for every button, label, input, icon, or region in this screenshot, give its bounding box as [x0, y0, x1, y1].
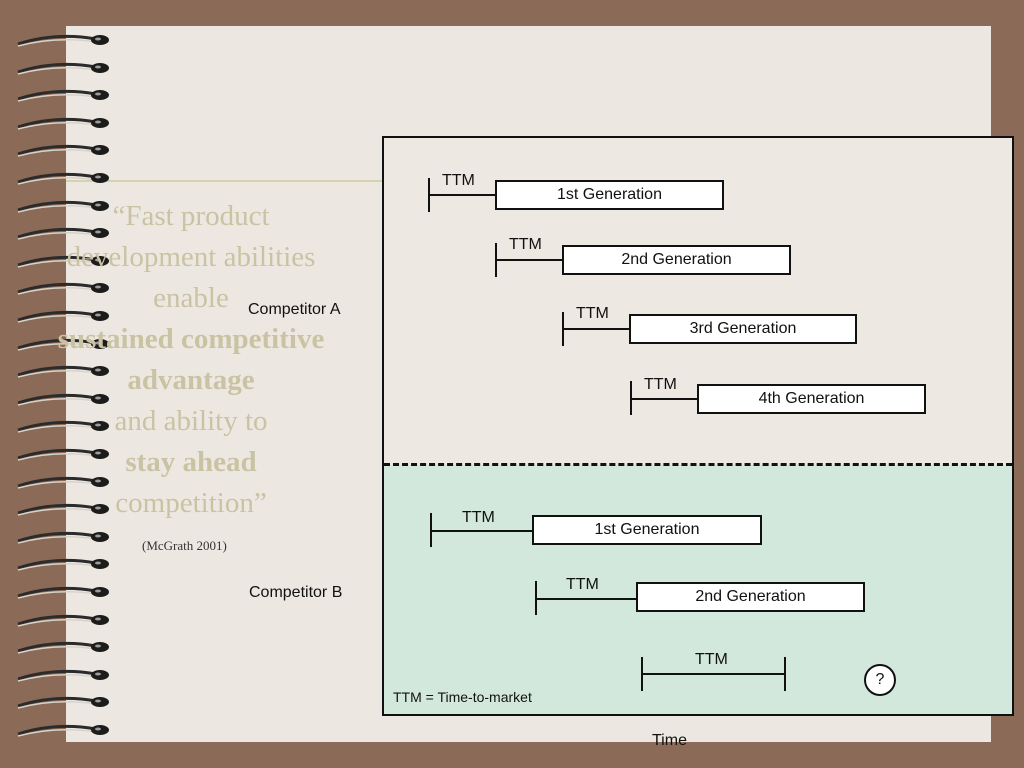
- spiral-ring: [16, 724, 109, 737]
- spiral-ring: [16, 172, 109, 185]
- spiral-ring: [16, 338, 109, 351]
- spiral-ring: [16, 200, 109, 213]
- ttm-line: [641, 673, 786, 675]
- quote-line: stay ahead: [125, 446, 257, 478]
- spiral-ring: [16, 420, 109, 434]
- spiral-ring: [16, 34, 109, 47]
- spiral-ring: [16, 476, 109, 489]
- ttm-label: TTM: [695, 651, 728, 668]
- spiral-ring: [16, 62, 109, 75]
- ttm-line: [430, 530, 534, 532]
- spiral-ring: [16, 393, 109, 406]
- competitor-a-label: Competitor A: [248, 301, 341, 318]
- generation-box: 1st Generation: [532, 515, 762, 545]
- ttm-line: [630, 398, 698, 400]
- ttm-label: TTM: [644, 376, 677, 393]
- generation-box: 1st Generation: [495, 180, 724, 210]
- spiral-ring: [16, 614, 109, 627]
- ttm-label: TTM: [462, 509, 495, 526]
- competitor-b-label: Competitor B: [249, 584, 343, 601]
- spiral-ring: [16, 144, 109, 158]
- ttm-line: [535, 598, 638, 600]
- ttm-end-tick: [784, 657, 786, 691]
- ttm-line: [428, 194, 496, 196]
- spiral-ring: [16, 448, 109, 461]
- quote-line: development abilities: [66, 241, 316, 273]
- quote-citation: (McGrath 2001): [142, 538, 227, 553]
- quote-line: sustained competitive: [57, 323, 325, 355]
- spiral-ring: [16, 310, 109, 323]
- ttm-line: [495, 259, 563, 261]
- spiral-ring: [16, 117, 109, 130]
- ttm-label: TTM: [442, 172, 475, 189]
- spiral-ring: [16, 586, 109, 599]
- spiral-ring: [16, 503, 109, 516]
- spiral-ring: [16, 696, 109, 710]
- spiral-ring: [16, 255, 109, 268]
- spiral-ring: [16, 89, 109, 102]
- quote-line: enable: [153, 282, 229, 314]
- spiral-ring: [16, 641, 109, 654]
- quote-line: “Fast product: [112, 200, 270, 232]
- ttm-line: [562, 328, 630, 330]
- spiral-ring: [16, 282, 109, 296]
- spiral-ring: [16, 558, 109, 572]
- ttm-label: TTM: [566, 576, 599, 593]
- question-mark-icon: ?: [864, 664, 896, 696]
- time-axis-label: Time: [652, 732, 687, 749]
- ttm-label: TTM: [509, 236, 542, 253]
- generation-box: 3rd Generation: [629, 314, 857, 344]
- ttm-legend: TTM = Time-to-market: [393, 689, 532, 705]
- quote: “Fast product development abilities enab…: [28, 196, 354, 524]
- quote-line: competition”: [115, 487, 267, 519]
- spiral-ring: [16, 669, 109, 682]
- quote-line: and ability to: [114, 405, 268, 437]
- competitor-divider: [384, 463, 1012, 466]
- generation-box: 4th Generation: [697, 384, 926, 414]
- spiral-ring: [16, 531, 109, 544]
- spiral-ring: [16, 365, 109, 378]
- generation-box: 2nd Generation: [562, 245, 791, 275]
- spiral-ring: [16, 227, 109, 240]
- quote-line: advantage: [127, 364, 255, 396]
- generation-box: 2nd Generation: [636, 582, 865, 612]
- ttm-label: TTM: [576, 305, 609, 322]
